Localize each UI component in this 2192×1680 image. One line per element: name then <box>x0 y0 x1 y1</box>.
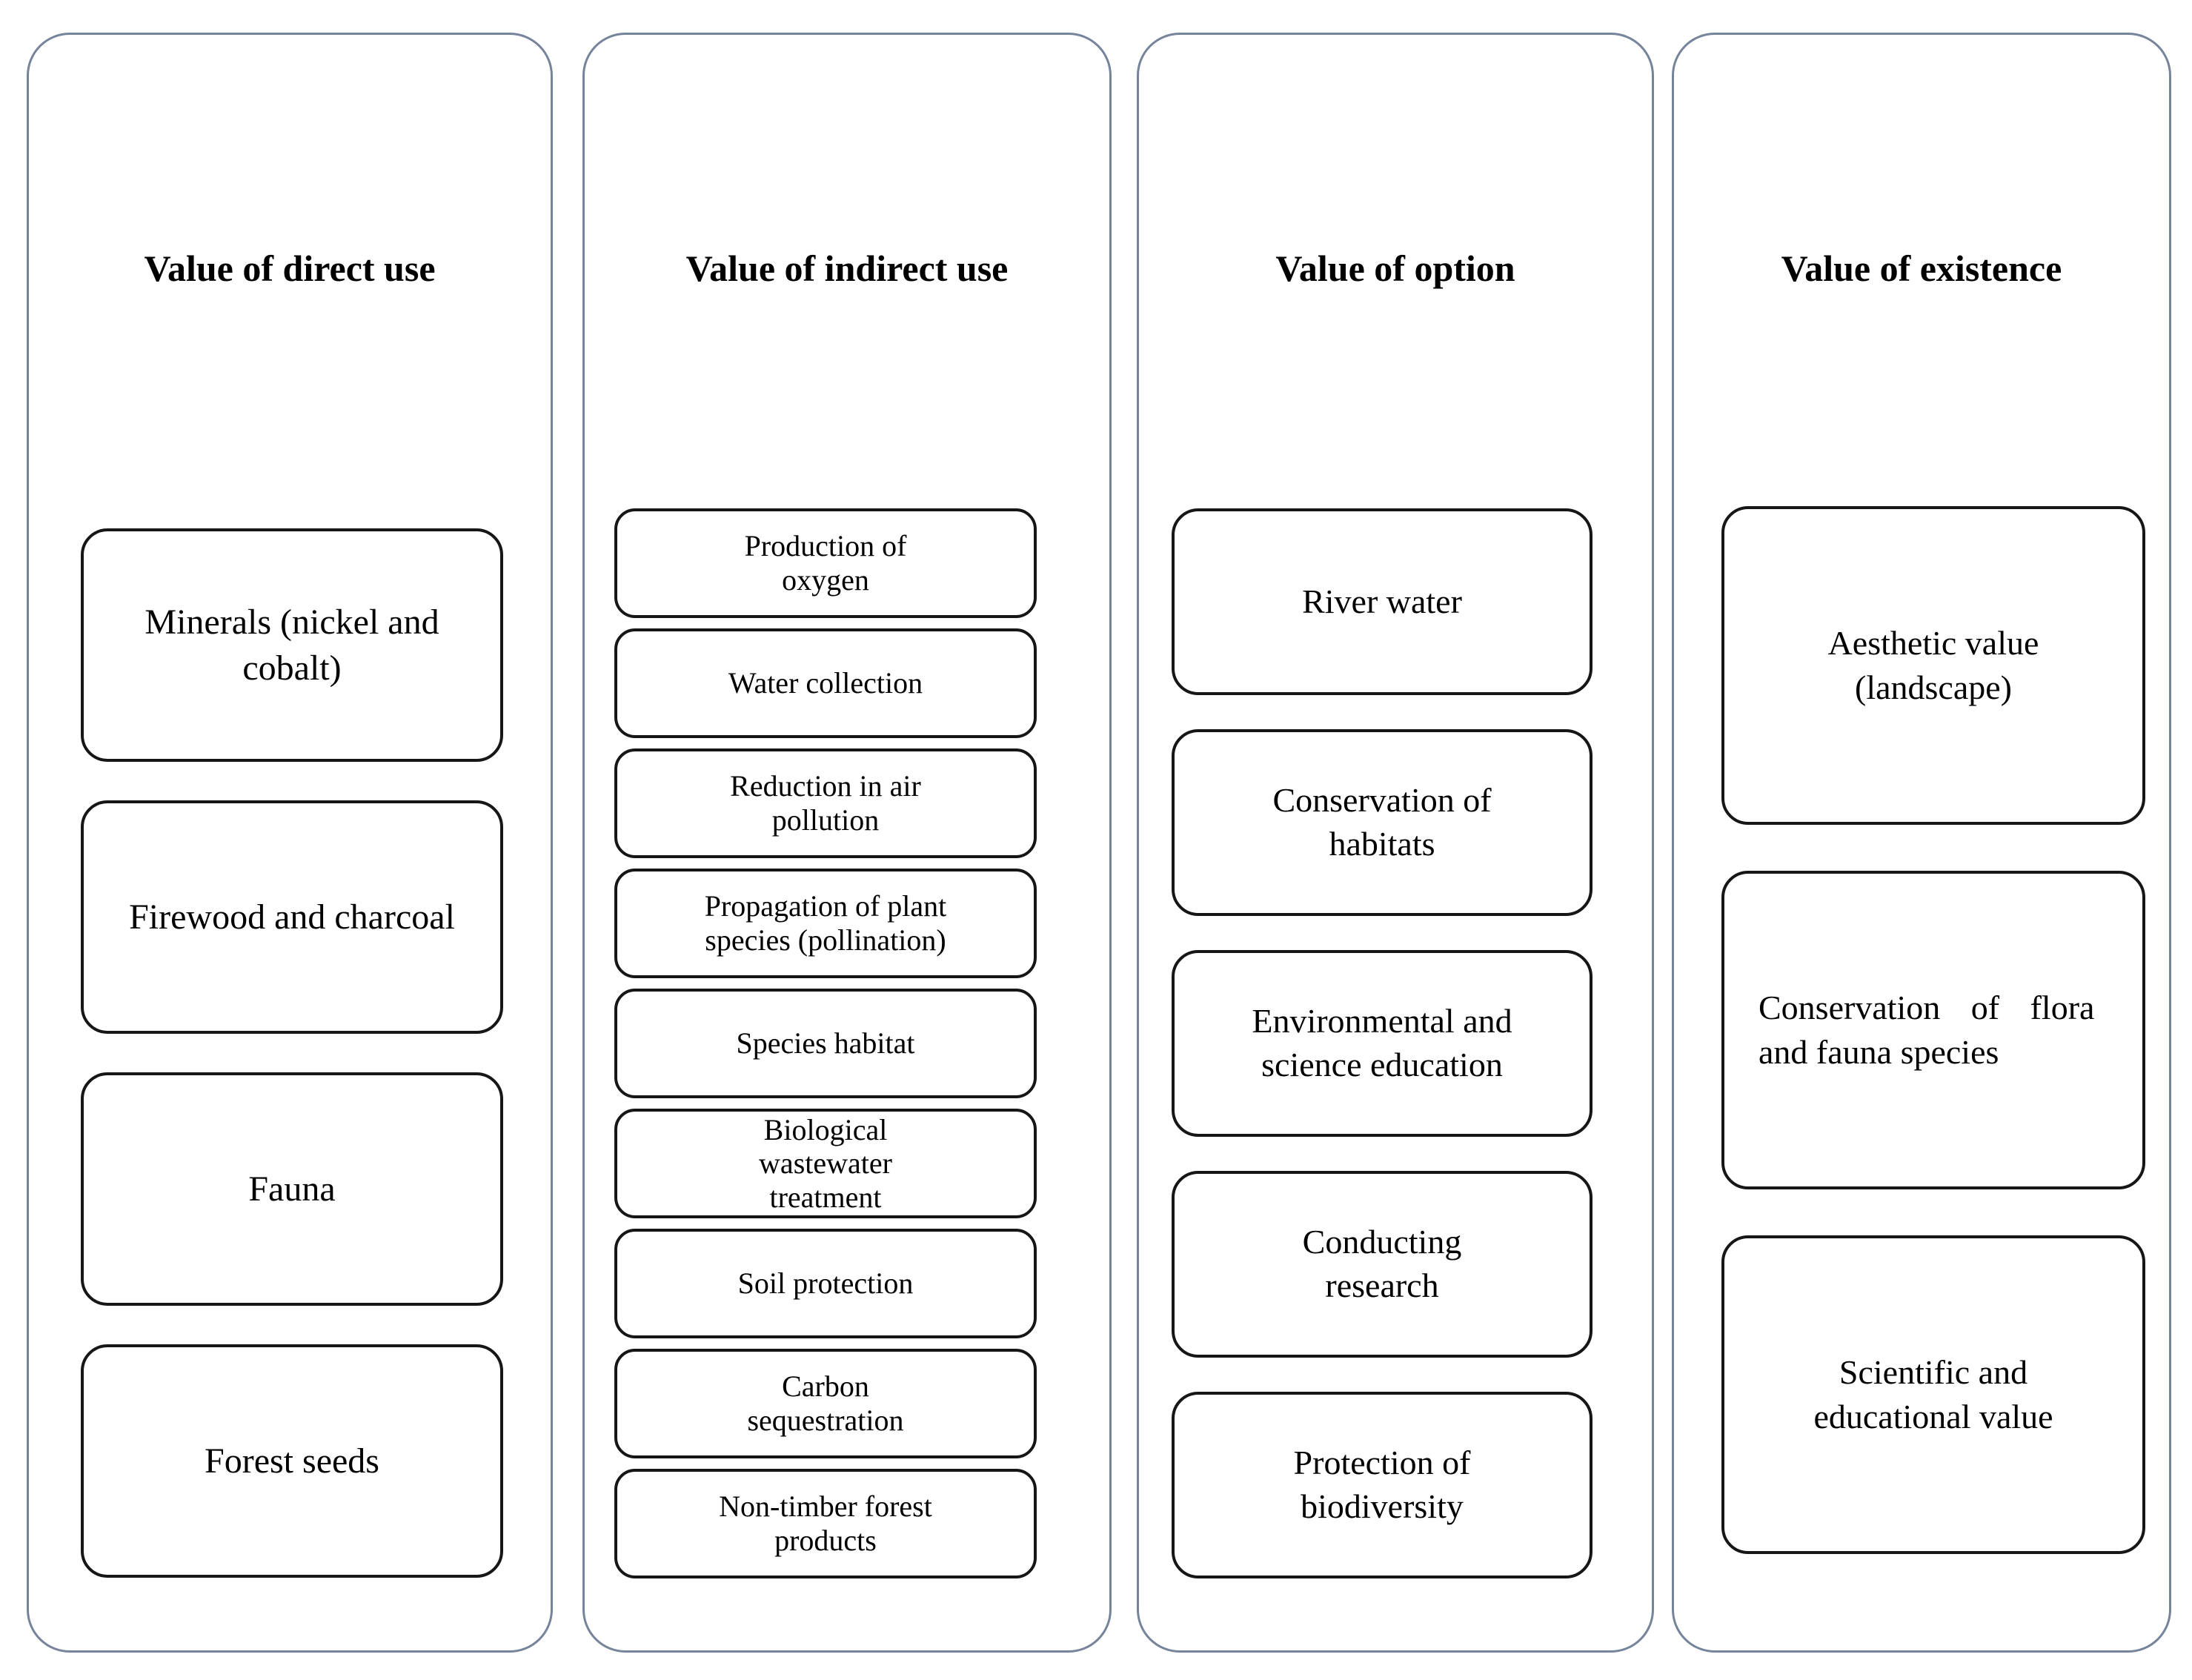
box-list-direct-use: Minerals (nickel and cobalt) Firewood an… <box>81 528 503 1578</box>
box-label: Propagation of plant species (pollinatio… <box>704 889 947 957</box>
box-label: Fauna <box>248 1169 336 1209</box>
box-label: Conservation of habitats <box>1272 781 1492 863</box>
box-soil-protection: Soil protection <box>614 1229 1037 1338</box>
box-label: Scientific and educational value <box>1813 1353 2053 1435</box>
box-river-water: River water <box>1172 508 1592 695</box>
box-label: Conservation of flora and fauna species <box>1758 989 2095 1071</box>
box-firewood-and-charcoal: Firewood and charcoal <box>81 800 503 1034</box>
box-biological-wastewater-treatment: Biological wastewater treatment <box>614 1109 1037 1218</box>
box-conservation-flora-fauna: Conservation of flora and fauna species <box>1721 871 2145 1189</box>
box-label: Environmental and science education <box>1252 1002 1512 1083</box>
column-header-direct-use: Value of direct use <box>144 248 436 289</box>
box-list-option: River water Conservation of habitats Env… <box>1172 508 1592 1578</box>
box-forest-seeds: Forest seeds <box>81 1344 503 1578</box>
box-protection-of-biodiversity: Protection of biodiversity <box>1172 1392 1592 1578</box>
box-label: Minerals (nickel and cobalt) <box>145 602 439 688</box>
box-label: Biological wastewater treatment <box>759 1112 892 1214</box>
box-aesthetic-value: Aesthetic value (landscape) <box>1721 506 2145 825</box>
box-fauna: Fauna <box>81 1072 503 1306</box>
box-label: Forest seeds <box>205 1441 379 1481</box>
box-label: Soil protection <box>737 1266 914 1301</box>
box-non-timber-forest-products: Non-timber forest products <box>614 1469 1037 1578</box>
box-list-existence: Aesthetic value (landscape) Conservation… <box>1721 506 2145 1554</box>
box-label: River water <box>1302 582 1462 620</box>
box-conducting-research: Conducting research <box>1172 1171 1592 1358</box>
box-environmental-science-education: Environmental and science education <box>1172 950 1592 1137</box>
box-minerals: Minerals (nickel and cobalt) <box>81 528 503 762</box>
column-header-existence: Value of existence <box>1781 248 2062 289</box>
panel-value-of-direct-use: Value of direct use Minerals (nickel and… <box>27 33 553 1653</box>
box-label: Conducting research <box>1302 1223 1462 1304</box>
box-label: Firewood and charcoal <box>129 897 455 937</box>
box-scientific-educational-value: Scientific and educational value <box>1721 1235 2145 1554</box>
box-label: Non-timber forest products <box>719 1490 932 1557</box>
column-header-option: Value of option <box>1275 248 1515 289</box>
panel-value-of-existence: Value of existence Aesthetic value (land… <box>1672 33 2171 1653</box>
box-label: Reduction in air pollution <box>730 769 921 837</box>
box-propagation-of-plant-species: Propagation of plant species (pollinatio… <box>614 869 1037 978</box>
box-label: Aesthetic value (landscape) <box>1827 624 2039 706</box>
box-conservation-of-habitats: Conservation of habitats <box>1172 729 1592 916</box>
box-list-indirect-use: Production of oxygen Water collection Re… <box>614 508 1037 1578</box>
box-production-of-oxygen: Production of oxygen <box>614 508 1037 618</box>
box-label: Water collection <box>728 666 923 700</box>
box-label: Production of oxygen <box>744 529 907 597</box>
column-header-indirect-use: Value of indirect use <box>685 248 1009 289</box>
box-water-collection: Water collection <box>614 628 1037 738</box>
panel-value-of-indirect-use: Value of indirect use Production of oxyg… <box>582 33 1112 1653</box>
box-label: Carbon sequestration <box>747 1369 904 1437</box>
box-reduction-in-air-pollution: Reduction in air pollution <box>614 748 1037 858</box>
box-label: Species habitat <box>736 1026 915 1060</box>
panel-value-of-option: Value of option River water Conservation… <box>1137 33 1654 1653</box>
box-carbon-sequestration: Carbon sequestration <box>614 1349 1037 1458</box>
box-species-habitat: Species habitat <box>614 989 1037 1098</box>
box-label: Protection of biodiversity <box>1293 1444 1471 1525</box>
